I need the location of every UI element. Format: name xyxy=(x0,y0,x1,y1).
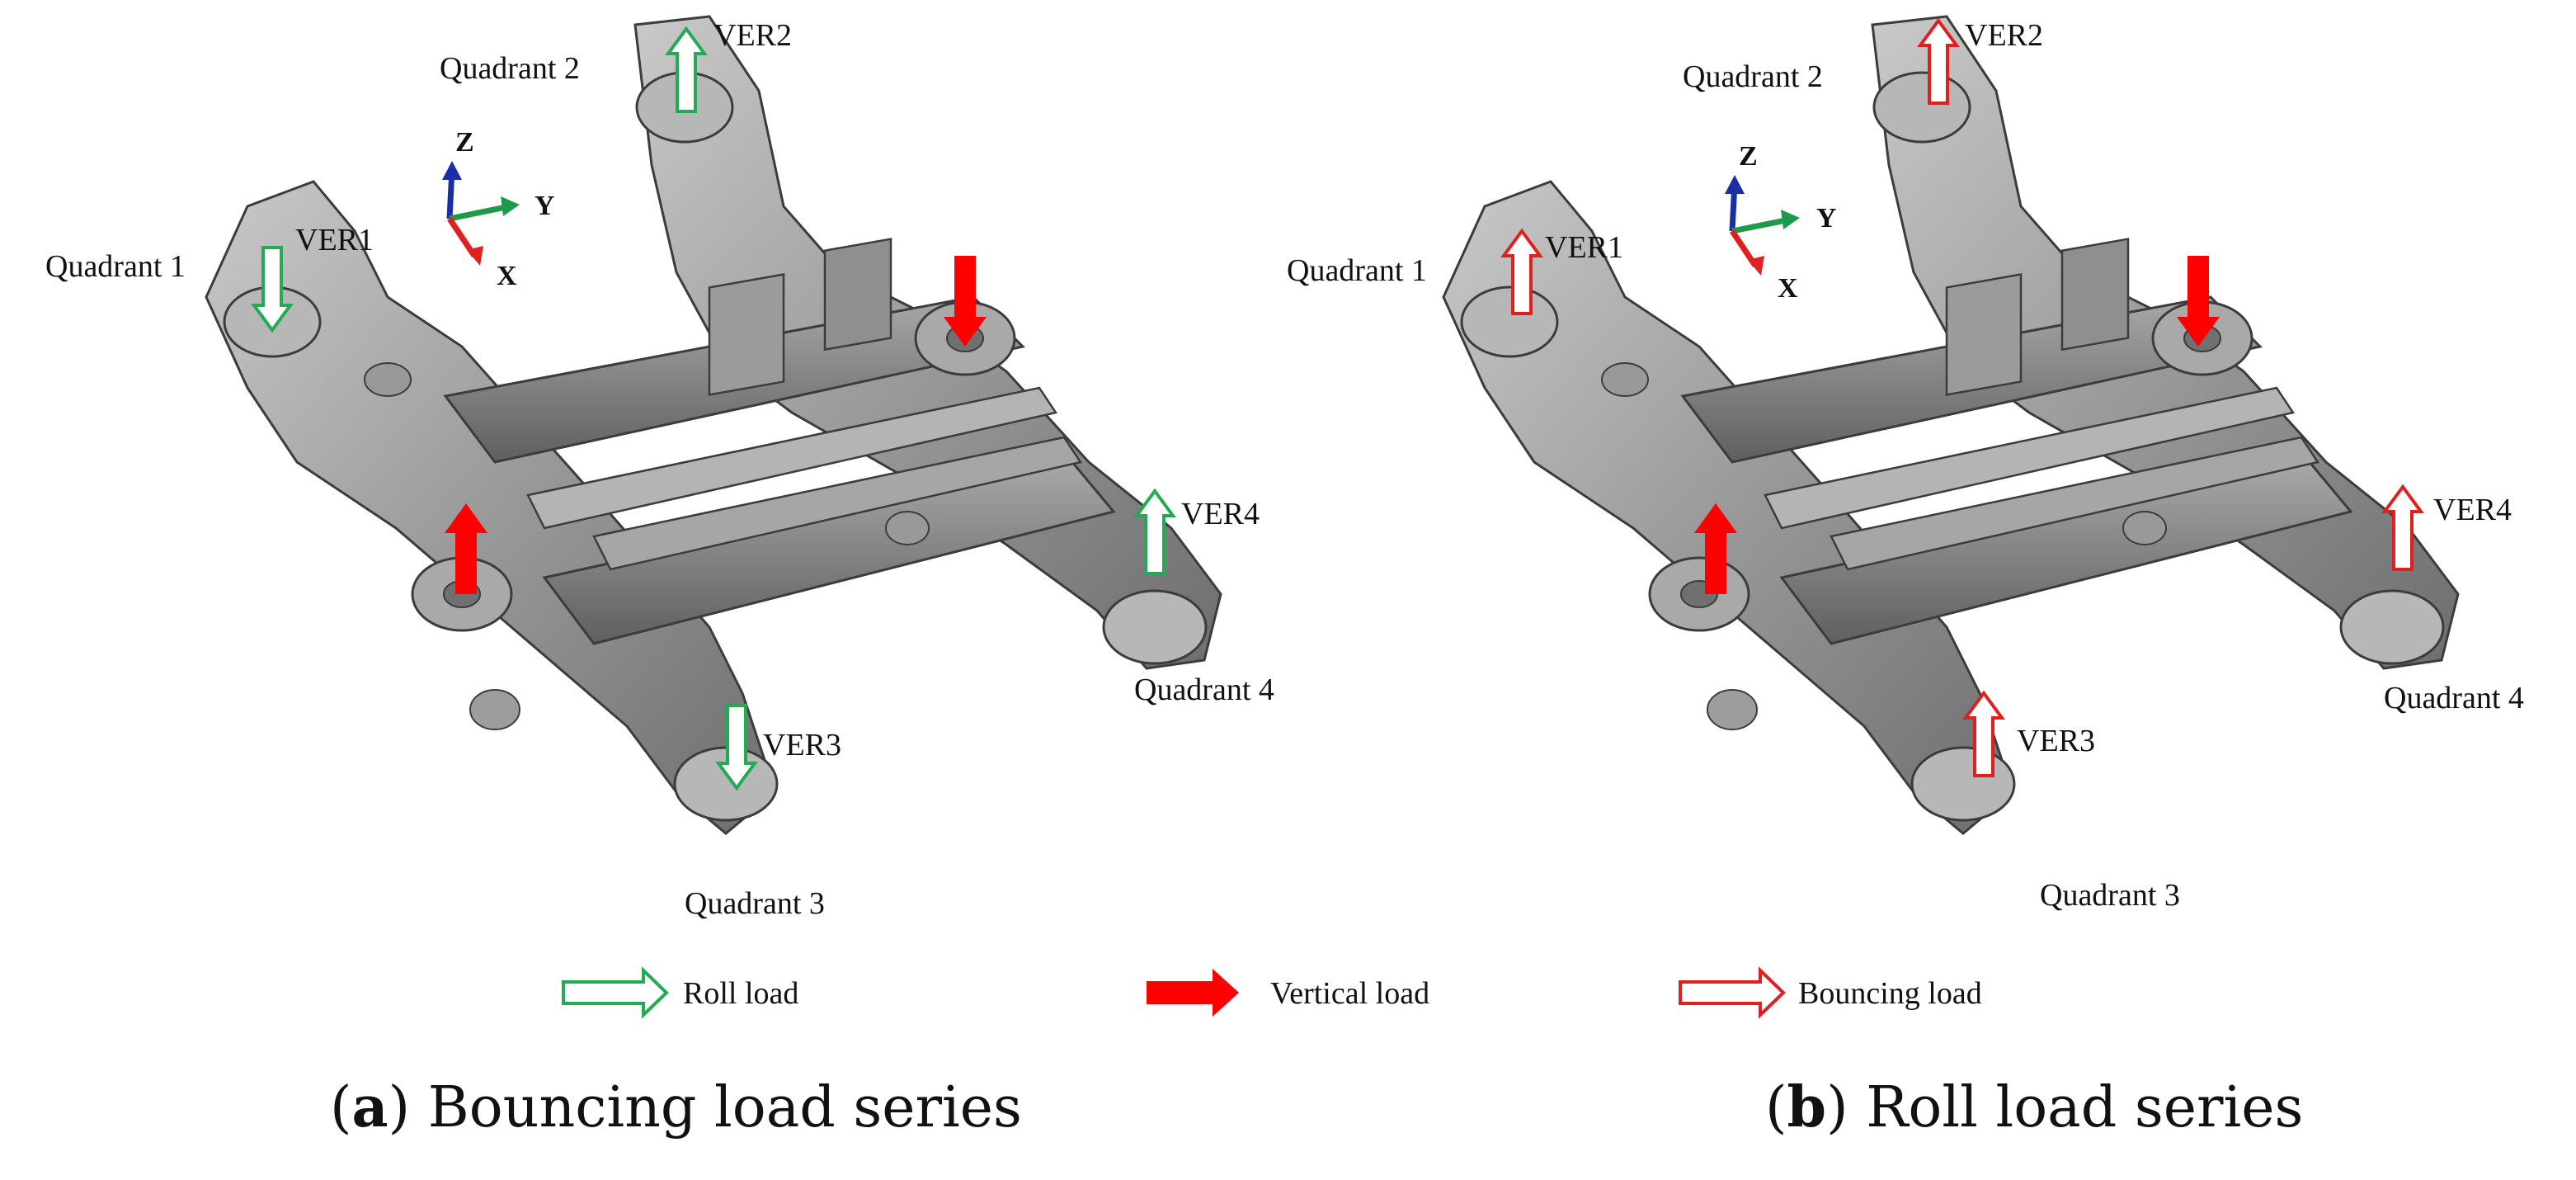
panel-a-bouncing-load: VER1 VER2 VER3 VER4 Quadrant 1 Quadrant … xyxy=(45,15,1274,921)
ver4-label-b: VER4 xyxy=(2433,493,2512,527)
axis-triad-b: Z Y X xyxy=(1725,141,1837,304)
hollow-arrow-shape xyxy=(1133,488,1176,575)
hollow-arrow-shape xyxy=(1500,228,1543,315)
ver4-arrow-b xyxy=(2381,484,2424,571)
legend-vertical-load: Vertical load xyxy=(1147,969,1429,1017)
ver2-label-b: VER2 xyxy=(1965,18,2043,53)
ver3-label-b: VER3 xyxy=(2017,724,2095,758)
quadrant-4-label-a: Quadrant 4 xyxy=(1134,673,1274,707)
ver3-arrow-b xyxy=(1962,690,2005,777)
axis-y-label-b: Y xyxy=(1816,203,1837,234)
vertical-load-arrow-up-a xyxy=(445,503,487,594)
ver2-arrow-a xyxy=(665,26,708,113)
ver4-arrow-a xyxy=(1133,488,1176,575)
legend-bouncing-load: Bouncing load xyxy=(1679,966,1982,1019)
axis-y-label-a: Y xyxy=(535,191,555,221)
axis-z-label-a: Z xyxy=(455,127,474,158)
ver2-label-a: VER2 xyxy=(713,18,792,53)
caption-a-letter: a xyxy=(352,1074,389,1140)
ver4-label-a: VER4 xyxy=(1181,497,1260,531)
caption-a: (a) Bouncing load series xyxy=(330,1074,1022,1140)
quadrant-2-label-b: Quadrant 2 xyxy=(1683,59,1823,94)
hollow-arrow-shape xyxy=(1917,17,1960,105)
panel-b-roll-load: VER1 VER2 VER3 VER4 Quadrant 1 Quadrant … xyxy=(1287,15,2524,913)
hollow-arrow-shape xyxy=(715,704,758,791)
axis-x-label-b: X xyxy=(1778,273,1798,304)
hollow-arrow-shape xyxy=(2381,484,2424,571)
quadrant-3-label-a: Quadrant 3 xyxy=(685,886,825,921)
ver3-label-a: VER3 xyxy=(763,728,841,762)
ver3-arrow-a xyxy=(715,704,758,791)
quadrant-1-label-b: Quadrant 1 xyxy=(1287,253,1427,288)
hollow-arrow-shape xyxy=(251,246,294,333)
quadrant-2-label-a: Quadrant 2 xyxy=(440,51,580,86)
caption-b-letter: b xyxy=(1787,1074,1827,1140)
ver1-label-a: VER1 xyxy=(295,223,374,257)
ver2-arrow-b xyxy=(1917,17,1960,105)
vertical-load-arrow-down-b xyxy=(2177,256,2220,347)
axis-triad-a: Z Y X xyxy=(442,127,555,291)
legend-vertical-load-label: Vertical load xyxy=(1270,976,1429,1011)
quadrant-4-label-b: Quadrant 4 xyxy=(2384,681,2524,715)
legend: Roll load Vertical load Bouncing load xyxy=(562,966,1982,1019)
caption-b: (b) Roll load series xyxy=(1765,1074,2303,1140)
caption-a-text: Bouncing load series xyxy=(410,1075,1022,1140)
legend-bouncing-load-label: Bouncing load xyxy=(1798,976,1982,1011)
caption-b-text: Roll load series xyxy=(1848,1075,2304,1140)
ver1-label-b: VER1 xyxy=(1545,230,1623,265)
hollow-arrow-shape xyxy=(665,26,708,113)
vertical-load-arrow-down-a xyxy=(944,256,987,347)
vertical-load-arrow-up-b xyxy=(1694,503,1737,594)
quadrant-3-label-b: Quadrant 3 xyxy=(2040,878,2180,913)
ver1-arrow-a xyxy=(251,246,294,333)
quadrant-1-label-a: Quadrant 1 xyxy=(45,249,186,284)
ver1-arrow-b xyxy=(1500,228,1543,315)
hollow-arrow-shape xyxy=(1962,690,2005,777)
axis-z-label-b: Z xyxy=(1739,141,1758,172)
axis-x-label-a: X xyxy=(497,261,517,291)
legend-roll-load-label: Roll load xyxy=(683,976,798,1011)
bogie-frame-b xyxy=(1442,15,2460,835)
bogie-frame-a xyxy=(205,15,1222,835)
legend-roll-load: Roll load xyxy=(562,966,798,1019)
